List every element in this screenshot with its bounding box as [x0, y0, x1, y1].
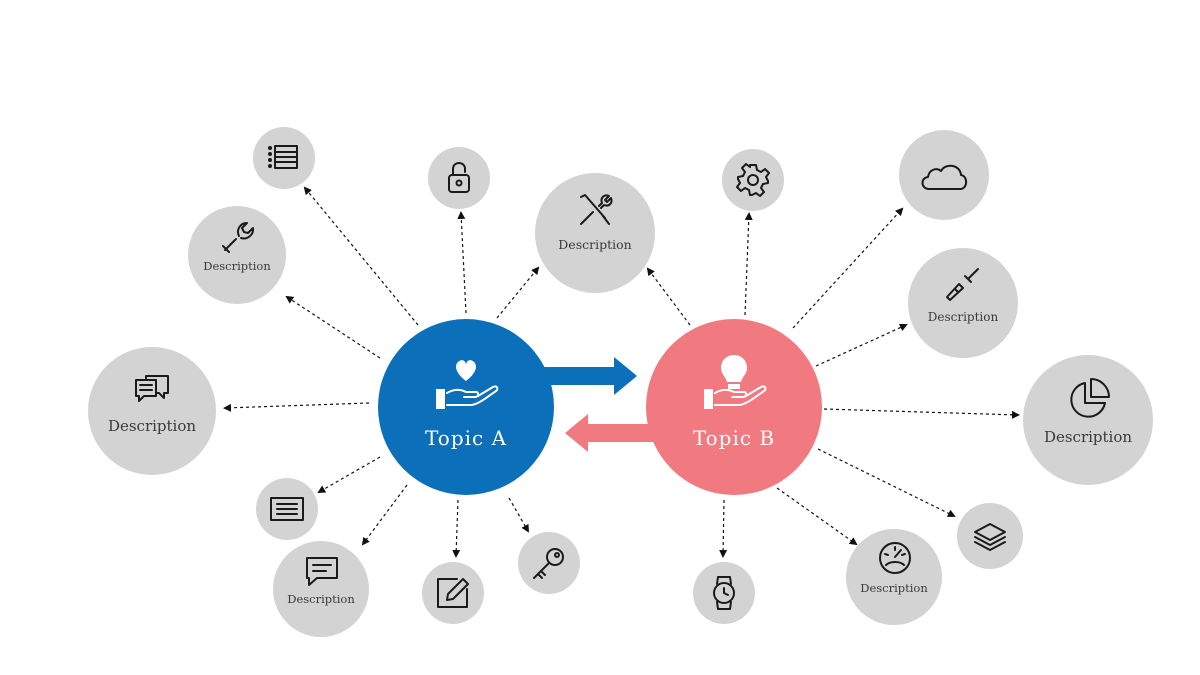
connector-lines	[223, 186, 1020, 558]
topic-b-label: Topic B	[693, 426, 775, 450]
topic-a-node[interactable]: Topic A	[378, 319, 554, 495]
layers-icon	[974, 523, 1006, 551]
topic-b-node[interactable]: Topic B	[646, 319, 822, 495]
topic-b-circle	[646, 319, 822, 495]
node-comment-label: Description	[287, 592, 355, 606]
connector-b-screwdriver	[815, 323, 908, 367]
node-layers-circle	[957, 503, 1023, 569]
node-key[interactable]	[518, 532, 580, 594]
connector-a-chat	[223, 402, 370, 412]
node-wrench[interactable]: Description	[188, 206, 286, 304]
node-tools-circle	[535, 173, 655, 293]
comment-icon	[306, 557, 338, 586]
screwdriver-icon	[946, 268, 979, 301]
connector-a-key	[508, 497, 529, 533]
connector-a-edit	[452, 499, 461, 558]
node-screwdriver-circle	[908, 248, 1018, 358]
node-gauge-circle	[846, 529, 942, 625]
node-wrench-label: Description	[203, 259, 271, 273]
hand-heart-icon	[436, 360, 499, 409]
node-gauge-label: Description	[860, 581, 928, 595]
node-list[interactable]	[253, 127, 315, 189]
node-cloud-circle	[899, 130, 989, 220]
connector-b-gauge	[776, 487, 858, 546]
node-cloud[interactable]	[899, 130, 989, 220]
topic-a-circle	[378, 319, 554, 495]
connector-a-comment	[361, 484, 408, 546]
node-screwdriver-label: Description	[928, 310, 999, 324]
wrench-icon	[222, 222, 255, 253]
connector-a-wrench	[285, 295, 381, 359]
node-tools[interactable]: Description	[535, 173, 655, 293]
text-box-icon	[270, 497, 304, 521]
node-chat[interactable]: Description	[88, 347, 216, 475]
gear-icon	[736, 163, 770, 197]
node-chat-label: Description	[108, 417, 196, 435]
chat-bubbles-icon	[135, 375, 169, 402]
node-wrench-circle	[188, 206, 286, 304]
node-pie-circle	[1023, 355, 1153, 485]
arrow-b-to-a	[565, 414, 658, 452]
connector-b-tools	[646, 267, 691, 326]
node-screwdriver[interactable]: Description	[908, 248, 1018, 358]
node-watch[interactable]	[693, 562, 755, 624]
node-text[interactable]	[256, 478, 318, 540]
node-pie[interactable]: Description	[1023, 355, 1153, 485]
hand-lightbulb-icon	[704, 355, 767, 409]
node-comment[interactable]: Description	[273, 541, 369, 637]
node-gear[interactable]	[722, 149, 784, 211]
node-pie-label: Description	[1044, 428, 1132, 446]
edit-icon	[437, 578, 469, 608]
node-edit-circle	[422, 562, 484, 624]
watch-icon	[713, 576, 735, 610]
connector-b-pie	[823, 408, 1020, 419]
list-icon	[268, 145, 298, 169]
connector-a-tools	[496, 266, 540, 319]
connector-a-lock	[457, 211, 467, 314]
connector-a-text	[317, 456, 381, 493]
node-edit[interactable]	[422, 562, 484, 624]
arrow-a-to-b	[540, 357, 637, 395]
key-icon	[533, 548, 564, 579]
connector-b-gear	[744, 212, 753, 316]
node-lock-circle	[428, 147, 490, 209]
lock-icon	[448, 162, 470, 193]
connector-a-list	[303, 186, 419, 326]
node-gauge[interactable]: Description	[846, 529, 942, 625]
topic-a-label: Topic A	[425, 426, 507, 450]
node-layers[interactable]	[957, 503, 1023, 569]
node-tools-label: Description	[558, 237, 631, 252]
cloud-icon	[921, 164, 968, 190]
connector-b-layers	[817, 448, 956, 517]
node-comment-circle	[273, 541, 369, 637]
node-lock[interactable]	[428, 147, 490, 209]
gauge-icon	[879, 542, 911, 574]
pie-chart-icon	[1070, 378, 1110, 418]
connector-b-watch	[719, 499, 728, 558]
tools-icon	[580, 194, 613, 225]
connector-b-cloud	[792, 207, 904, 329]
node-gear-circle	[722, 149, 784, 211]
node-chat-circle	[88, 347, 216, 475]
